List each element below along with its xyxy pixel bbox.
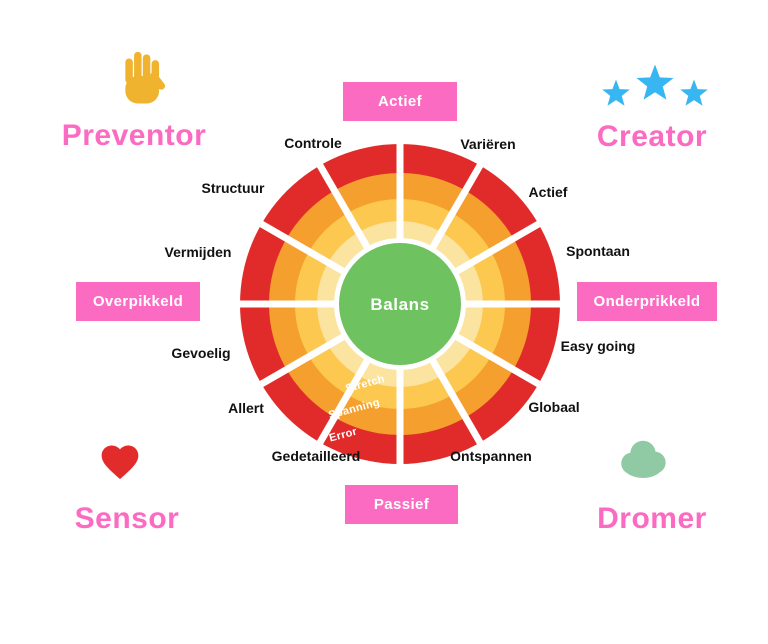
axis-box-top-actief: Actief xyxy=(343,82,457,121)
wheel-spoke xyxy=(425,162,484,257)
wheel-spokes xyxy=(239,143,561,465)
segment-label-allert: Allert xyxy=(228,400,264,416)
wheel-spoke xyxy=(425,351,484,446)
segment-label-controle: Controle xyxy=(284,135,342,151)
balans-circle xyxy=(339,243,461,365)
segment-label-vermijden: Vermijden xyxy=(164,244,232,260)
wheel-spoke xyxy=(258,220,353,279)
wheel-spoke xyxy=(447,220,542,279)
wheel-spoke xyxy=(316,162,375,257)
segment-label-globaal: Globaal xyxy=(528,399,580,415)
segment-label-varieren: Variëren xyxy=(460,136,516,152)
cloud-icon xyxy=(621,440,666,478)
segment-label-actief: Actief xyxy=(528,184,568,200)
wheel-spoke xyxy=(258,329,353,388)
stars-icon xyxy=(602,64,708,106)
heart-icon xyxy=(101,445,139,480)
wheel-spoke xyxy=(447,329,542,388)
segment-label-spontaan: Spontaan xyxy=(566,243,630,259)
quadrant-title-dromer: Dromer xyxy=(597,502,707,535)
wheel-spoke xyxy=(316,351,375,446)
segment-label-structuur: Structuur xyxy=(201,180,265,196)
segment-label-ontspannen: Ontspannen xyxy=(450,448,532,464)
balance-wheel: Balans Stretch Spanning Error xyxy=(239,143,561,465)
axis-box-onderprikkeld: Onderprikkeld xyxy=(577,282,717,321)
quadrant-title-preventor: Preventor xyxy=(61,119,207,152)
hand-icon xyxy=(125,51,166,104)
axis-box-passief: Passief xyxy=(345,485,458,524)
quadrant-title-sensor: Sensor xyxy=(74,502,180,535)
segment-label-easy-going: Easy going xyxy=(560,338,636,354)
segment-label-gedetailleerd: Gedetailleerd xyxy=(271,448,361,464)
quadrant-title-creator: Creator xyxy=(596,120,708,153)
axis-box-overpikkeld: Overpikkeld xyxy=(76,282,200,321)
segment-label-gevoelig: Gevoelig xyxy=(171,345,231,361)
balans-label: Balans xyxy=(370,295,429,314)
